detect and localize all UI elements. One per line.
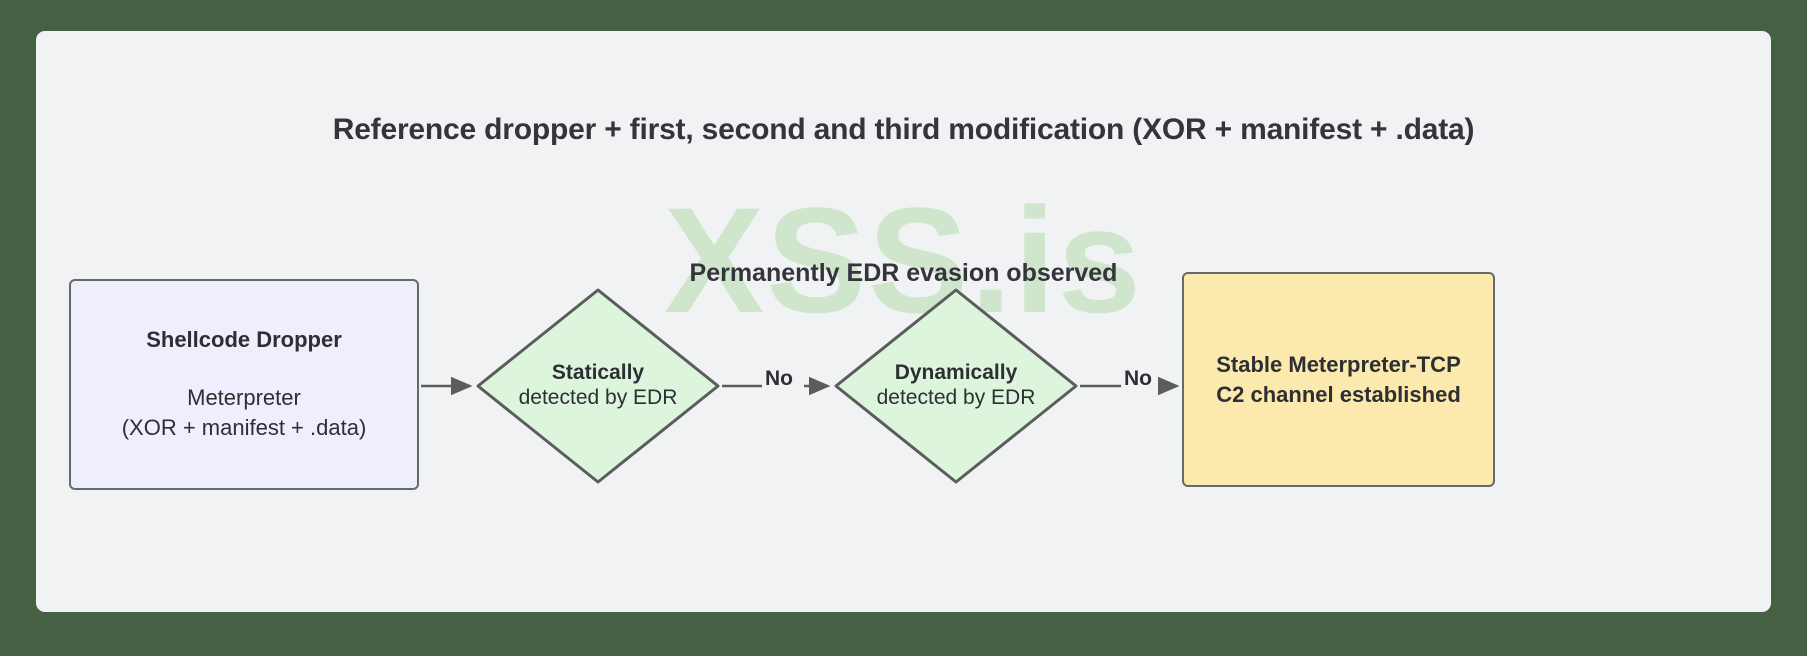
node-dynamically-detected[interactable]: Dynamically detected by EDR (834, 288, 1078, 484)
node-dropper-heading: Shellcode Dropper (146, 327, 342, 353)
node-c2-established[interactable]: Stable Meterpreter-TCP C2 channel establ… (1182, 272, 1495, 487)
edge-label-static-no: No (763, 367, 795, 390)
node-dropper-detail-line1: Meterpreter (187, 385, 301, 411)
diamond-shape-dynamic (834, 288, 1078, 484)
diamond-shape-static (476, 288, 720, 484)
diagram-title: Reference dropper + first, second and th… (332, 113, 1475, 146)
node-result-line2: C2 channel established (1216, 381, 1461, 407)
node-result-text: Stable Meterpreter-TCP C2 channel establ… (1216, 350, 1461, 409)
node-result-line1: Stable Meterpreter-TCP (1216, 351, 1461, 377)
node-dropper-detail-line2: (XOR + manifest + .data) (121, 414, 367, 440)
edge-label-dynamic-no: No (1122, 367, 1154, 390)
node-shellcode-dropper[interactable]: Shellcode Dropper Meterpreter (XOR + man… (69, 279, 419, 490)
flowchart: Shellcode Dropper Meterpreter (XOR + man… (36, 31, 1771, 612)
node-dropper-detail: Meterpreter (XOR + manifest + .data) (122, 383, 367, 441)
diagram-card: XSS.is Reference dropper + first, second… (36, 31, 1771, 612)
diagram-subtitle: Permanently EDR evasion observed (689, 259, 1118, 287)
node-statically-detected[interactable]: Statically detected by EDR (476, 288, 720, 484)
